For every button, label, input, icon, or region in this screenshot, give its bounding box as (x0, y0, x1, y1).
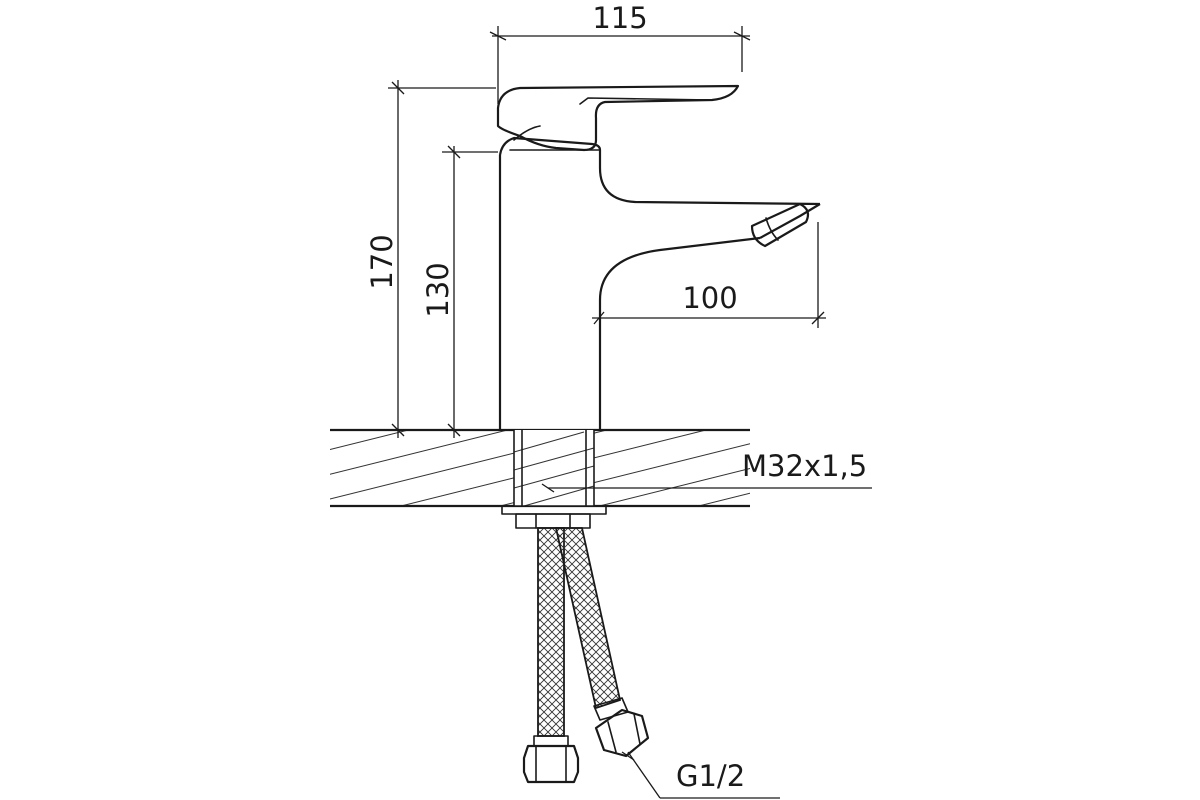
dimension-label-130: 130 (421, 262, 455, 317)
callout-mount-thread: M32x1,5 (541, 449, 872, 493)
flexible-hose-left (522, 527, 580, 784)
mounting-fittings (501, 505, 607, 529)
dimension-height-total: 170 (365, 80, 496, 438)
dimension-width-top: 115 (489, 1, 751, 104)
callout-hose-thread: G1/2 (621, 751, 780, 799)
dimension-label-170: 170 (365, 234, 399, 289)
aerator (750, 202, 810, 248)
callout-label-hose-thread: G1/2 (676, 759, 745, 793)
dimension-spout-reach: 100 (592, 222, 826, 328)
countertop-section (330, 428, 750, 508)
flexible-hose-right (554, 527, 650, 758)
dimension-label-100: 100 (682, 281, 737, 315)
dimension-height-spout: 130 (421, 145, 498, 438)
lever-handle (496, 84, 740, 152)
callout-label-mount-thread: M32x1,5 (742, 449, 867, 483)
faucet-body (498, 136, 821, 430)
dimension-label-115: 115 (592, 1, 647, 35)
